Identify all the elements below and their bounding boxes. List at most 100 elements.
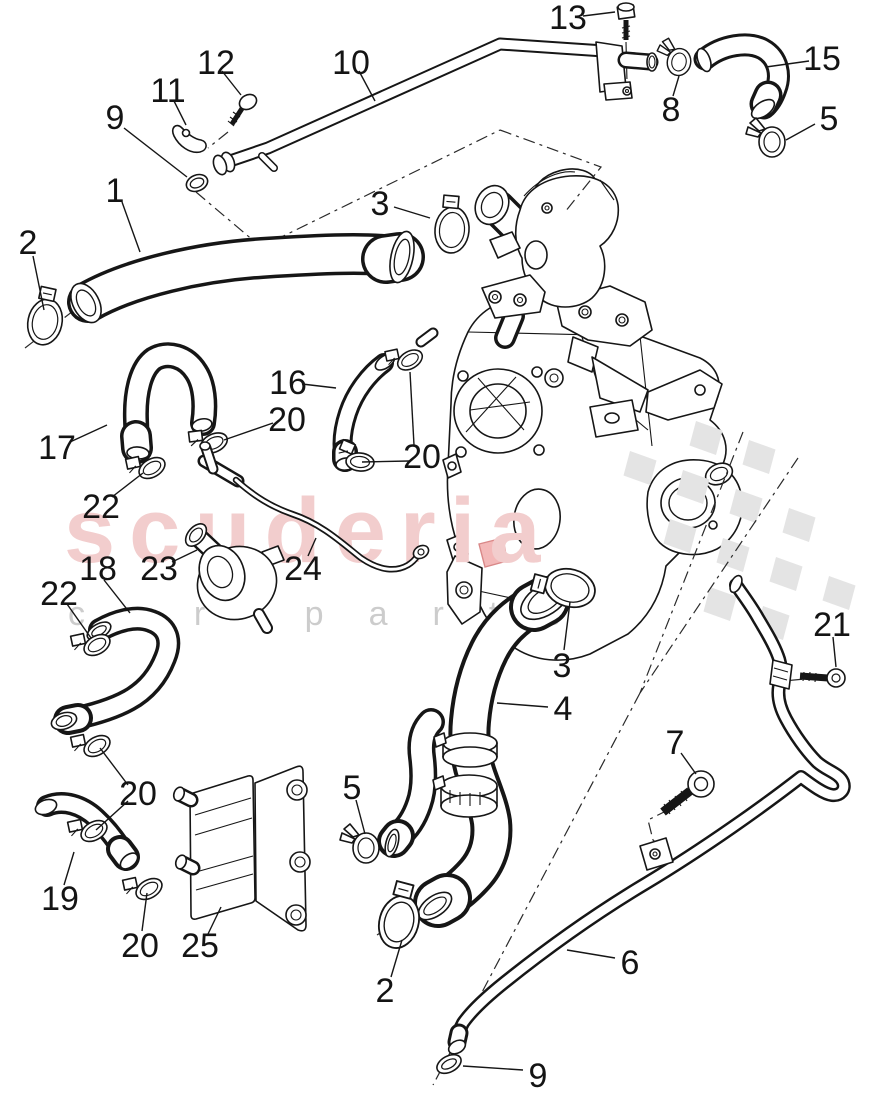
callout-number: 22 [40, 575, 78, 613]
water-pump-flange [453, 366, 545, 458]
leader-line [496, 702, 549, 708]
watermark-brand: scuderia [64, 480, 554, 582]
leader-line [301, 383, 337, 389]
callout-number: 20 [121, 927, 159, 965]
callout-number: 20 [403, 438, 441, 476]
callout-number: 9 [529, 1057, 548, 1095]
callout-3-4: 3 [553, 601, 572, 685]
callout-number: 15 [803, 40, 841, 78]
leader-line [103, 579, 131, 614]
highlighted-bracket [478, 537, 508, 568]
pipe-clip [769, 659, 793, 690]
flag-diamond [769, 557, 803, 591]
callout-5-6: 5 [785, 100, 839, 141]
callout-number: 16 [269, 364, 307, 402]
leader-line [221, 70, 242, 96]
flag-diamond [729, 489, 763, 523]
callout-20-22: 20 [223, 401, 306, 441]
callout-20-25: 20 [121, 892, 159, 965]
callout-5-7: 5 [343, 769, 366, 835]
callout-number: 6 [621, 944, 640, 982]
callout-20-23: 20 [361, 371, 441, 476]
band-clamp-lower [432, 774, 498, 818]
callout-number: 20 [119, 775, 157, 813]
leader-line [111, 472, 144, 498]
callout-number: 20 [268, 401, 306, 439]
callout-2-1: 2 [19, 224, 45, 311]
callout-number: 12 [197, 44, 235, 82]
callout-1-0: 1 [106, 172, 141, 253]
leader-line [462, 1065, 524, 1071]
callout-number: 11 [150, 72, 185, 110]
flag-diamond [689, 421, 723, 455]
callout-number: 5 [343, 769, 362, 807]
thermostat-housing [474, 168, 620, 349]
callouts: 1223345567899101112131516171819202020202… [19, 0, 851, 1095]
callout-20-24: 20 [95, 747, 157, 831]
callout-9-11: 9 [106, 99, 188, 178]
leader-line [207, 906, 222, 935]
callout-11-14: 11 [150, 72, 187, 126]
callout-3-3: 3 [371, 185, 431, 223]
coolant-hose-15 [693, 33, 790, 120]
leader-line [361, 460, 410, 463]
bracket-11 [171, 124, 207, 154]
leader-line [582, 11, 616, 17]
callout-10-13: 10 [332, 44, 376, 102]
leader-line [63, 851, 75, 886]
callout-number: 7 [666, 724, 685, 762]
hose-4-branch [377, 708, 445, 858]
callout-number: 1 [106, 172, 125, 210]
clamp-5-top [745, 117, 786, 158]
callout-number: 3 [371, 185, 390, 223]
clamp-2-top [22, 284, 70, 349]
leader-line [173, 100, 187, 126]
crank-opening [513, 488, 561, 550]
callout-number: 25 [181, 927, 219, 965]
leader-line [393, 206, 431, 219]
aux-water-pump-23 [184, 522, 285, 634]
watermark: scuderia car parts [64, 421, 856, 640]
checkered-flag-icon [623, 421, 856, 640]
leader-line [307, 537, 317, 557]
clamp-5-bottom [339, 823, 380, 864]
callout-12-15: 12 [197, 44, 242, 96]
flag-diamond [703, 587, 737, 621]
leader-line [99, 747, 129, 786]
coolant-hose-17 [120, 342, 218, 464]
leader-line [141, 892, 148, 932]
callout-number: 18 [79, 550, 117, 588]
clamp-8 [652, 35, 695, 79]
leader-line [32, 255, 45, 311]
callout-21-26: 21 [813, 606, 851, 668]
bolt-12 [227, 93, 258, 127]
callout-number: 5 [820, 100, 839, 138]
coolant-pipe-24 [197, 441, 430, 573]
callout-number: 8 [662, 91, 681, 129]
callout-24-30: 24 [284, 537, 322, 588]
coolant-sensor [489, 231, 521, 259]
callout-number: 3 [553, 647, 572, 685]
flag-diamond [676, 470, 710, 504]
callout-8-10: 8 [662, 75, 681, 129]
callout-7-9: 7 [666, 724, 697, 775]
callout-number: 21 [813, 606, 851, 644]
leader-line [69, 424, 108, 443]
leader-line [121, 201, 141, 253]
callout-22-27: 22 [82, 472, 144, 526]
bolt-7 [660, 770, 715, 816]
callout-number: 2 [19, 224, 38, 262]
leader-line [785, 123, 816, 141]
leader-line [765, 60, 810, 68]
callout-number: 4 [554, 690, 573, 728]
leader-line [66, 603, 92, 639]
leader-line [563, 601, 571, 651]
leader-line [223, 422, 274, 441]
coolant-pipe-6 [447, 574, 851, 1055]
callout-number: 13 [549, 0, 587, 37]
callout-4-5: 4 [496, 690, 573, 728]
seal-ring-9-bottom [436, 1053, 462, 1075]
callout-15-17: 15 [765, 40, 841, 78]
flag-diamond [663, 519, 697, 553]
